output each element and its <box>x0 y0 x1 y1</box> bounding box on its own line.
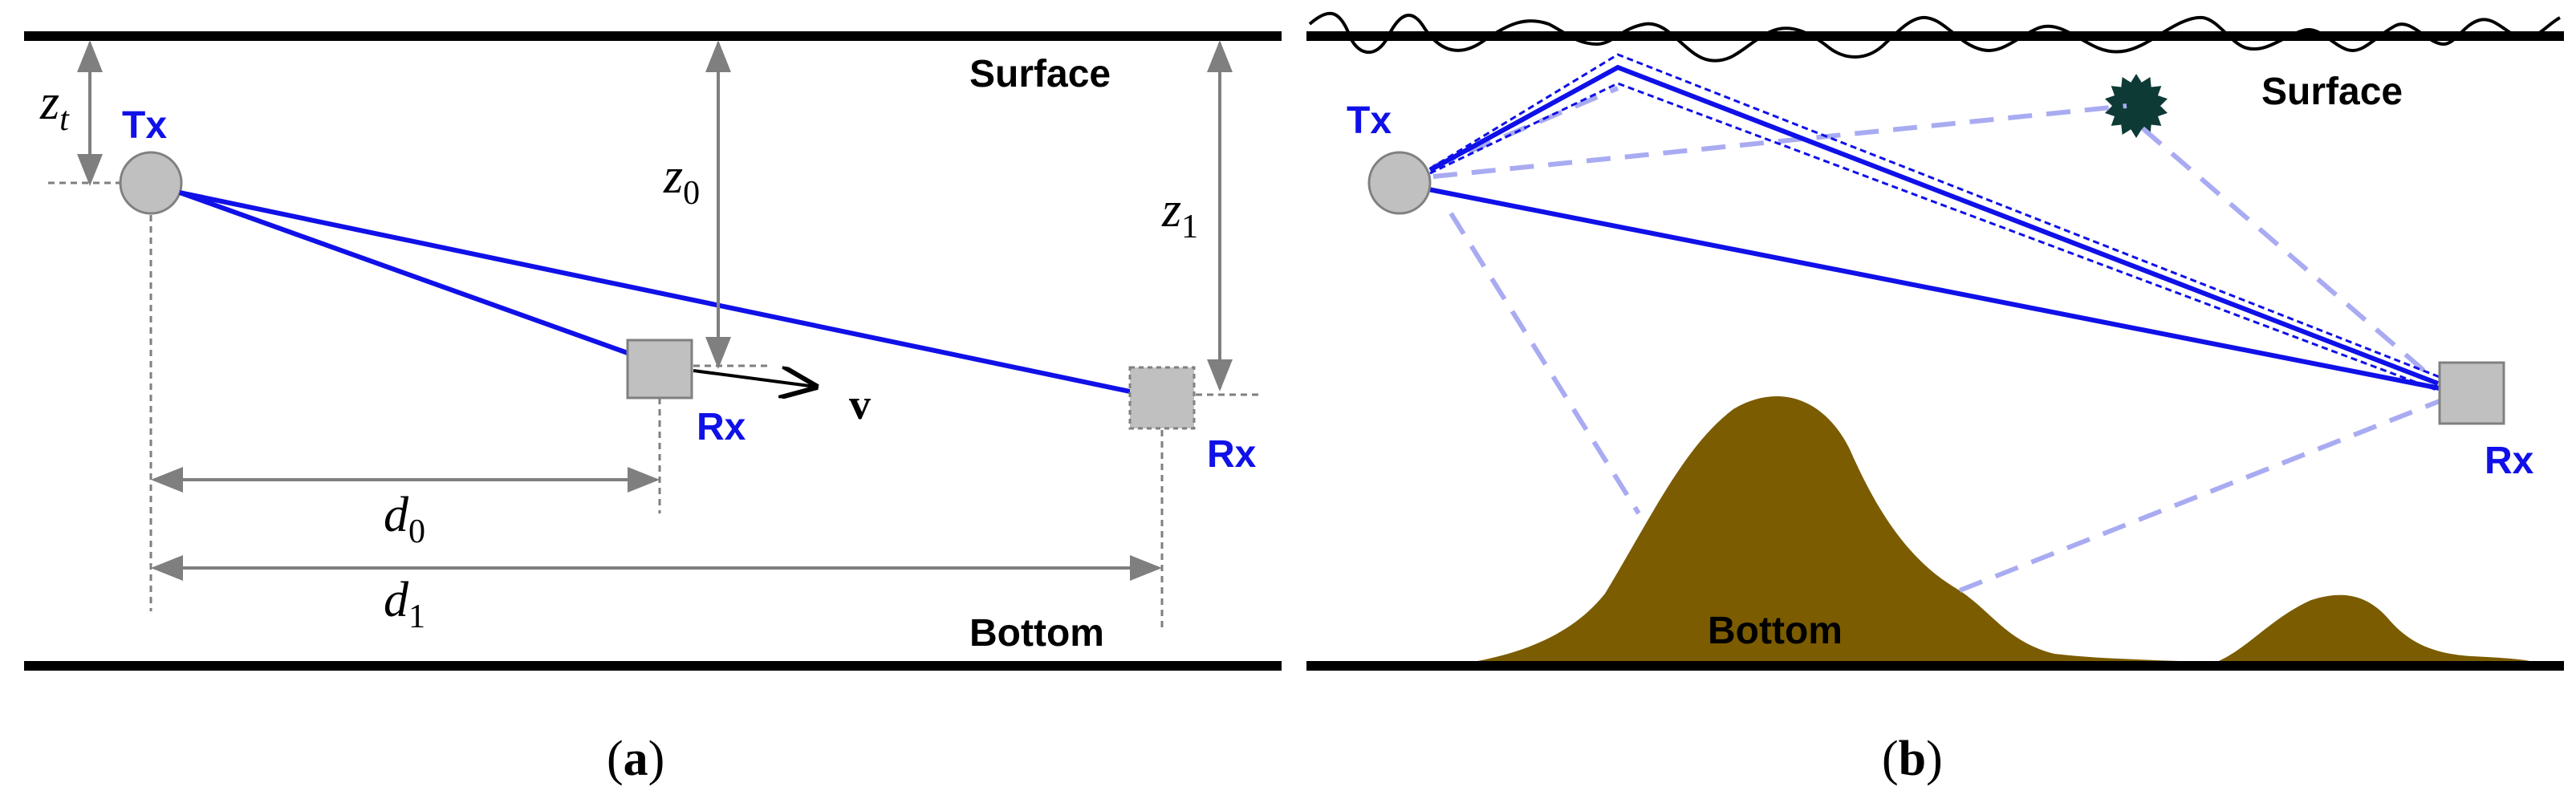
bottom-label: Bottom <box>969 612 1104 655</box>
sea-surface-wave <box>1308 11 2562 63</box>
surface-reflected-path-lower <box>1429 82 2437 391</box>
scattered-paths <box>1432 86 2441 593</box>
velocity-arrow <box>693 371 815 387</box>
zt-label: zt <box>39 75 70 138</box>
panel-a: Surface Bottom zt Tx z0 v Rx z1 Rx d <box>24 31 1282 786</box>
z1-label: z1 <box>1161 183 1198 245</box>
bottom-to-rx-path <box>1958 399 2441 593</box>
scatterer-to-rx-path <box>2141 126 2433 379</box>
receiver-future-position <box>1128 366 1196 430</box>
tx-label: Tx <box>122 104 167 147</box>
seabed-terrain <box>1469 396 2536 663</box>
surface-label: Surface <box>2261 71 2403 113</box>
receiver <box>2438 361 2505 425</box>
surface-reflected-path <box>1428 64 2440 386</box>
receiver <box>626 339 693 400</box>
caption-b: (b) <box>1882 732 1943 786</box>
surface-reflected-path-upper <box>1429 53 2440 379</box>
z0-label: z0 <box>663 149 700 212</box>
path-to-rx2 <box>179 190 1131 394</box>
tx-to-bottom-path <box>1448 212 1641 515</box>
transmitter <box>119 151 183 215</box>
transmitter <box>1367 151 1432 215</box>
rx2-label: Rx <box>1207 433 1257 476</box>
surface-label: Surface <box>969 53 1111 95</box>
velocity-label: v <box>849 380 871 428</box>
direct-path <box>1428 187 2440 391</box>
panel-b: Surface Bottom Tx Rx (b) <box>1306 11 2564 786</box>
rx-label: Rx <box>2485 440 2534 482</box>
bottom-label: Bottom <box>1708 610 1843 652</box>
rx-label: Rx <box>697 406 746 448</box>
d1-label: d1 <box>384 573 425 635</box>
path-to-rx <box>178 190 629 355</box>
caption-a: (a) <box>607 732 664 786</box>
d0-label: d0 <box>384 488 425 550</box>
tx-to-scatterer-path <box>1432 103 2127 179</box>
tx-label: Tx <box>1347 99 1392 142</box>
scatterer-starburst <box>2105 74 2168 138</box>
